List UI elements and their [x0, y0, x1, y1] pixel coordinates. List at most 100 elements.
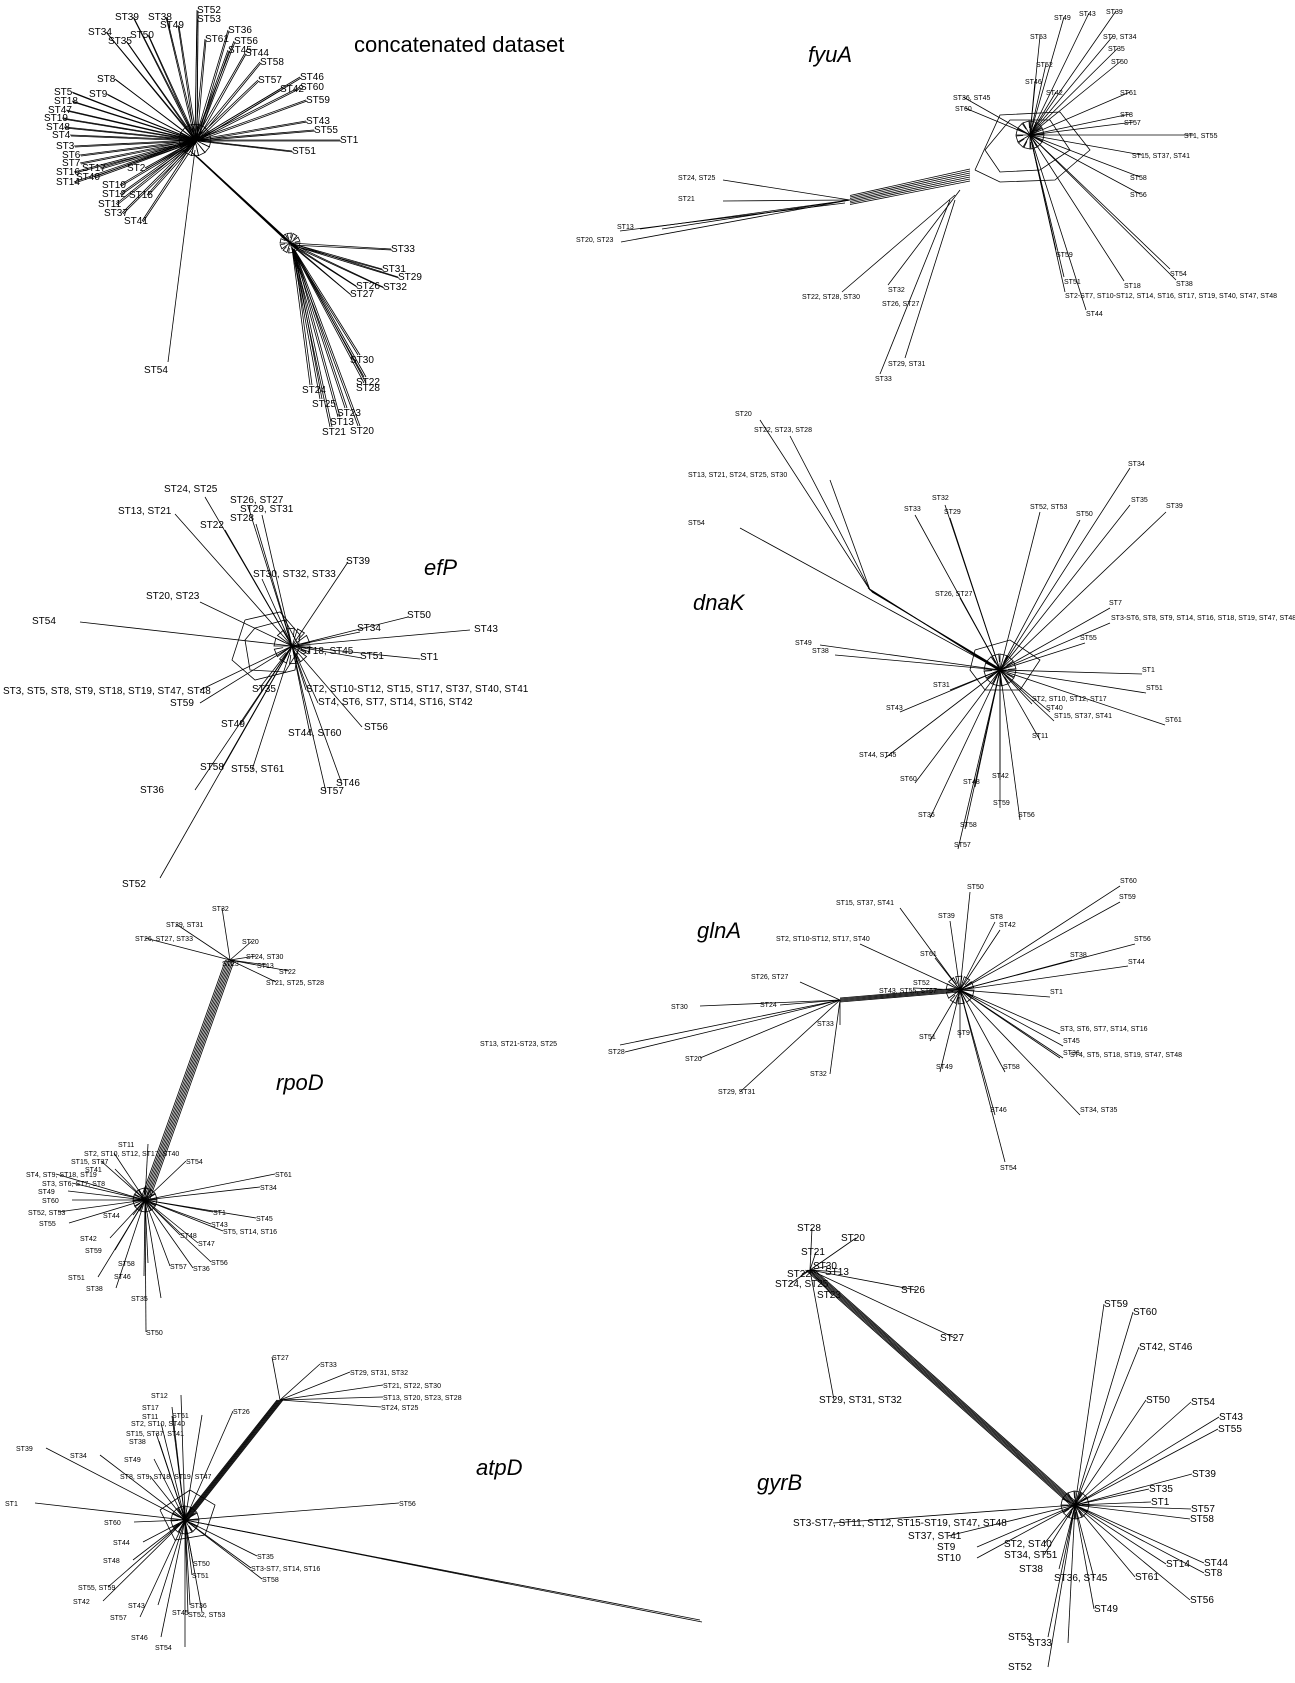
node-label: ST26: [901, 1285, 925, 1296]
network-edge: [185, 1399, 282, 1521]
network-edge: [291, 645, 319, 704]
network-edge: [809, 1251, 817, 1271]
node-label: ST35: [108, 36, 132, 47]
network-edge: [174, 513, 293, 647]
network-edge: [849, 180, 971, 205]
network-edge: [279, 1371, 351, 1401]
network-edge: [739, 999, 841, 1093]
node-label: ST44: [113, 1540, 130, 1547]
node-label: ST4, ST9, ST18, ST19: [26, 1172, 97, 1179]
network-edge: [109, 1199, 146, 1239]
node-label: ST44: [245, 48, 269, 59]
network-edge: [789, 1269, 811, 1285]
node-label: ST32: [932, 495, 949, 502]
network-edge: [1074, 1504, 1136, 1578]
network-box: [177, 1505, 186, 1521]
network-edge: [699, 999, 841, 1059]
node-label: ST21: [801, 1247, 825, 1258]
network-edge: [178, 25, 198, 142]
network-edge: [1029, 91, 1131, 136]
node-label: ST13: [825, 1267, 849, 1278]
node-label: ST52, ST53: [1030, 504, 1067, 511]
network-edge: [289, 242, 399, 278]
network-edge: [959, 959, 1073, 991]
network-edge: [809, 1227, 813, 1271]
node-label: ST55: [314, 125, 338, 136]
node-label: ST51: [919, 1034, 936, 1041]
network-edge: [849, 178, 971, 204]
network-edge: [194, 29, 229, 141]
node-label: ST11: [98, 199, 122, 210]
network-box: [1017, 122, 1031, 136]
node-label: ST51: [68, 1275, 85, 1282]
network-edge: [184, 1399, 281, 1521]
network-edge: [839, 990, 961, 1002]
network-box: [289, 242, 299, 253]
network-edge: [1074, 1504, 1205, 1564]
node-label: ST58: [1190, 1514, 1214, 1525]
network-edge: [884, 669, 1001, 759]
network-edge: [929, 669, 1001, 819]
node-label: ST8: [990, 914, 1003, 921]
network-box: [172, 1519, 186, 1533]
rpod-title: rpoD: [276, 1070, 324, 1095]
network-edge: [722, 179, 851, 201]
node-label: ST48: [180, 1233, 197, 1240]
node-label: ST35: [252, 684, 276, 695]
node-label: ST6: [62, 150, 81, 161]
node-label: ST14: [56, 177, 80, 188]
network-edge: [175, 923, 231, 961]
node-label: ST33: [1028, 1638, 1052, 1649]
network-edge: [55, 1173, 146, 1201]
network-edge: [809, 1269, 841, 1273]
node-label: ST4, ST6, ST7, ST14, ST16, ST42: [318, 697, 473, 708]
node-label: ST37, ST41: [908, 1531, 962, 1542]
network-edge: [196, 121, 308, 142]
node-label: ST54: [688, 520, 705, 527]
network-edge: [619, 202, 846, 232]
node-label: ST42: [999, 922, 1016, 929]
node-label: ST59: [85, 1248, 102, 1255]
network-box: [132, 1194, 145, 1201]
network-edge: [959, 989, 1081, 1116]
network-edge: [849, 172, 971, 199]
network-edge: [196, 30, 230, 142]
network-box: [172, 1507, 186, 1521]
node-label: ST46: [114, 1274, 131, 1281]
network-box: [986, 669, 1001, 685]
node-label: ST5, ST14, ST16: [223, 1229, 277, 1236]
node-label: ST51: [360, 651, 384, 662]
network-box: [290, 242, 301, 248]
network-edge: [959, 901, 1121, 991]
network-edge: [141, 139, 196, 222]
node-label: ST37: [104, 208, 128, 219]
network-box: [144, 1187, 151, 1200]
node-label: ST13, ST21-ST23, ST25: [480, 1041, 557, 1048]
node-label: ST44: [1128, 959, 1145, 966]
node-label: ST45: [1063, 1038, 1080, 1045]
node-label: ST2, ST40: [1004, 1539, 1052, 1550]
node-label: ST1: [213, 1210, 226, 1217]
network-edge: [99, 1454, 186, 1521]
network-edge: [290, 244, 352, 296]
node-label: ST44: [1204, 1558, 1228, 1569]
node-label: ST58: [960, 822, 977, 829]
node-label: ST60: [1120, 878, 1137, 885]
node-label: ST13: [617, 224, 634, 231]
network-edge: [289, 242, 383, 270]
node-label: ST35: [131, 1296, 148, 1303]
network-edge: [1074, 1504, 1167, 1565]
node-label: ST58: [1003, 1064, 1020, 1071]
node-label: ST22: [356, 377, 380, 388]
network-edge: [1029, 60, 1122, 136]
node-label: ST39: [1166, 503, 1183, 510]
network-edge: [887, 189, 961, 286]
network-box: [1060, 1504, 1076, 1513]
network-edge: [149, 959, 235, 1201]
node-label: ST22: [279, 969, 296, 976]
network-edge: [1029, 12, 1090, 136]
node-label: ST1: [5, 1501, 18, 1508]
network-box: [273, 645, 293, 658]
network-box: [955, 975, 963, 991]
efp-title: efP: [424, 555, 457, 580]
